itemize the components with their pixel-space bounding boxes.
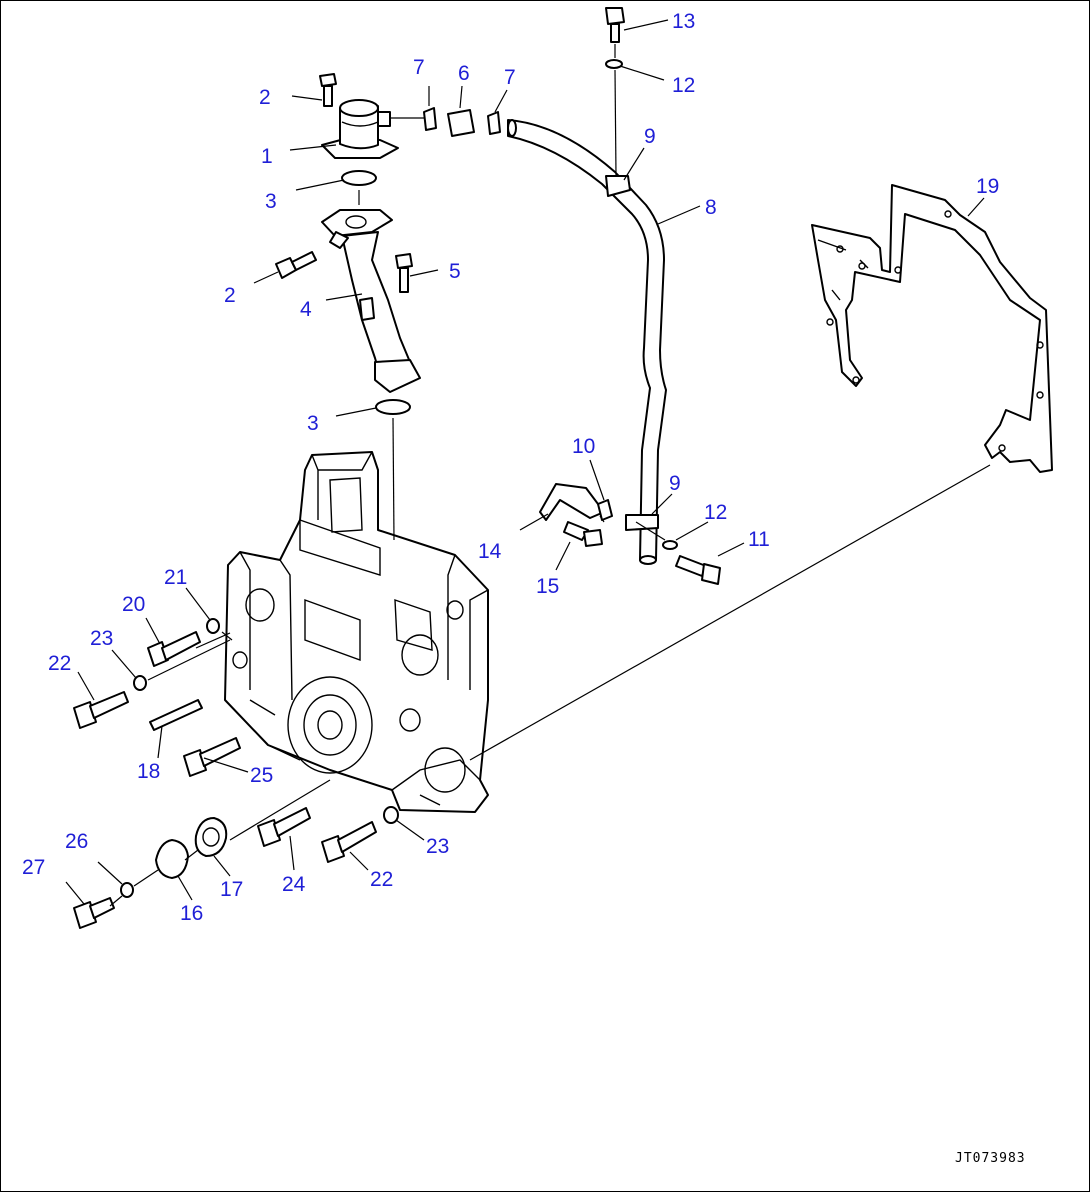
callout-26: 26 bbox=[65, 830, 88, 853]
bolt-11 bbox=[675, 555, 721, 585]
callout-12: 12 bbox=[704, 501, 727, 524]
callout-labels: 2 1 3 2 4 5 3 7 6 7 13 12 9 8 19 10 9 12… bbox=[22, 10, 999, 925]
callout-17: 17 bbox=[220, 878, 243, 901]
bolt-25 bbox=[183, 737, 241, 777]
callout-23: 23 bbox=[90, 627, 113, 650]
callout-15: 15 bbox=[536, 575, 559, 598]
callout-9: 9 bbox=[644, 125, 656, 148]
bracket-14 bbox=[539, 483, 605, 521]
bolt-27 bbox=[73, 897, 115, 929]
callout-9: 9 bbox=[669, 472, 681, 495]
thermostat-housing bbox=[321, 99, 399, 159]
bolt-15 bbox=[563, 521, 603, 547]
callout-6: 6 bbox=[458, 62, 470, 85]
washer-12-lower bbox=[662, 540, 678, 550]
bolt-24 bbox=[257, 807, 311, 847]
callout-7: 7 bbox=[504, 66, 516, 89]
washer-12-upper bbox=[605, 59, 623, 69]
callout-2: 2 bbox=[224, 284, 236, 307]
callout-13: 13 bbox=[672, 10, 695, 33]
bolt-5 bbox=[395, 253, 413, 293]
washer-23-right bbox=[383, 806, 399, 824]
washer-21 bbox=[206, 618, 220, 634]
bolt-13 bbox=[605, 7, 625, 43]
washer-23-left bbox=[133, 675, 147, 691]
drawing-reference-code: JT073983 bbox=[955, 1151, 1026, 1166]
front-cover-case bbox=[224, 451, 489, 813]
assembly-lines bbox=[109, 44, 991, 907]
callout-10: 10 bbox=[572, 435, 595, 458]
callout-24: 24 bbox=[282, 873, 306, 896]
leader-lines bbox=[65, 19, 985, 905]
callout-21: 21 bbox=[164, 566, 187, 589]
callout-22: 22 bbox=[370, 868, 393, 891]
callout-11: 11 bbox=[748, 528, 770, 551]
callout-1: 1 bbox=[261, 145, 273, 168]
bolt-2-left bbox=[275, 251, 317, 279]
clip-9-lower bbox=[625, 514, 659, 531]
hose-6 bbox=[447, 109, 475, 137]
callout-8: 8 bbox=[705, 196, 717, 219]
callout-23: 23 bbox=[426, 835, 449, 858]
gasket-17 bbox=[194, 817, 228, 857]
water-pipe-4 bbox=[321, 209, 421, 393]
callout-3: 3 bbox=[307, 412, 319, 435]
washer-26 bbox=[120, 882, 134, 898]
bolt-10 bbox=[597, 499, 613, 521]
callout-25: 25 bbox=[250, 764, 273, 787]
callout-18: 18 bbox=[137, 760, 160, 783]
o-ring-3-lower bbox=[375, 399, 411, 415]
stud-18 bbox=[149, 699, 203, 731]
callout-2: 2 bbox=[259, 86, 271, 109]
callout-14: 14 bbox=[478, 540, 502, 563]
clamp-7-right bbox=[487, 111, 501, 135]
bolt-22-right bbox=[321, 821, 377, 863]
callout-16: 16 bbox=[180, 902, 203, 925]
bolt-2-top bbox=[319, 73, 337, 107]
callout-3: 3 bbox=[265, 190, 277, 213]
clip-9-upper bbox=[605, 175, 631, 197]
callout-4: 4 bbox=[300, 298, 312, 321]
callout-19: 19 bbox=[976, 175, 999, 198]
o-ring-3-upper bbox=[341, 170, 377, 186]
callout-27: 27 bbox=[22, 856, 45, 879]
callout-22: 22 bbox=[48, 652, 71, 675]
cover-16 bbox=[155, 839, 189, 879]
bolt-20 bbox=[147, 631, 201, 667]
clamp-7-left bbox=[423, 107, 437, 131]
bolt-22-left bbox=[73, 691, 129, 729]
gasket-19 bbox=[811, 184, 1053, 473]
callout-20: 20 bbox=[122, 593, 145, 616]
callout-12: 12 bbox=[672, 74, 695, 97]
callout-5: 5 bbox=[449, 260, 461, 283]
callout-7: 7 bbox=[413, 56, 425, 79]
